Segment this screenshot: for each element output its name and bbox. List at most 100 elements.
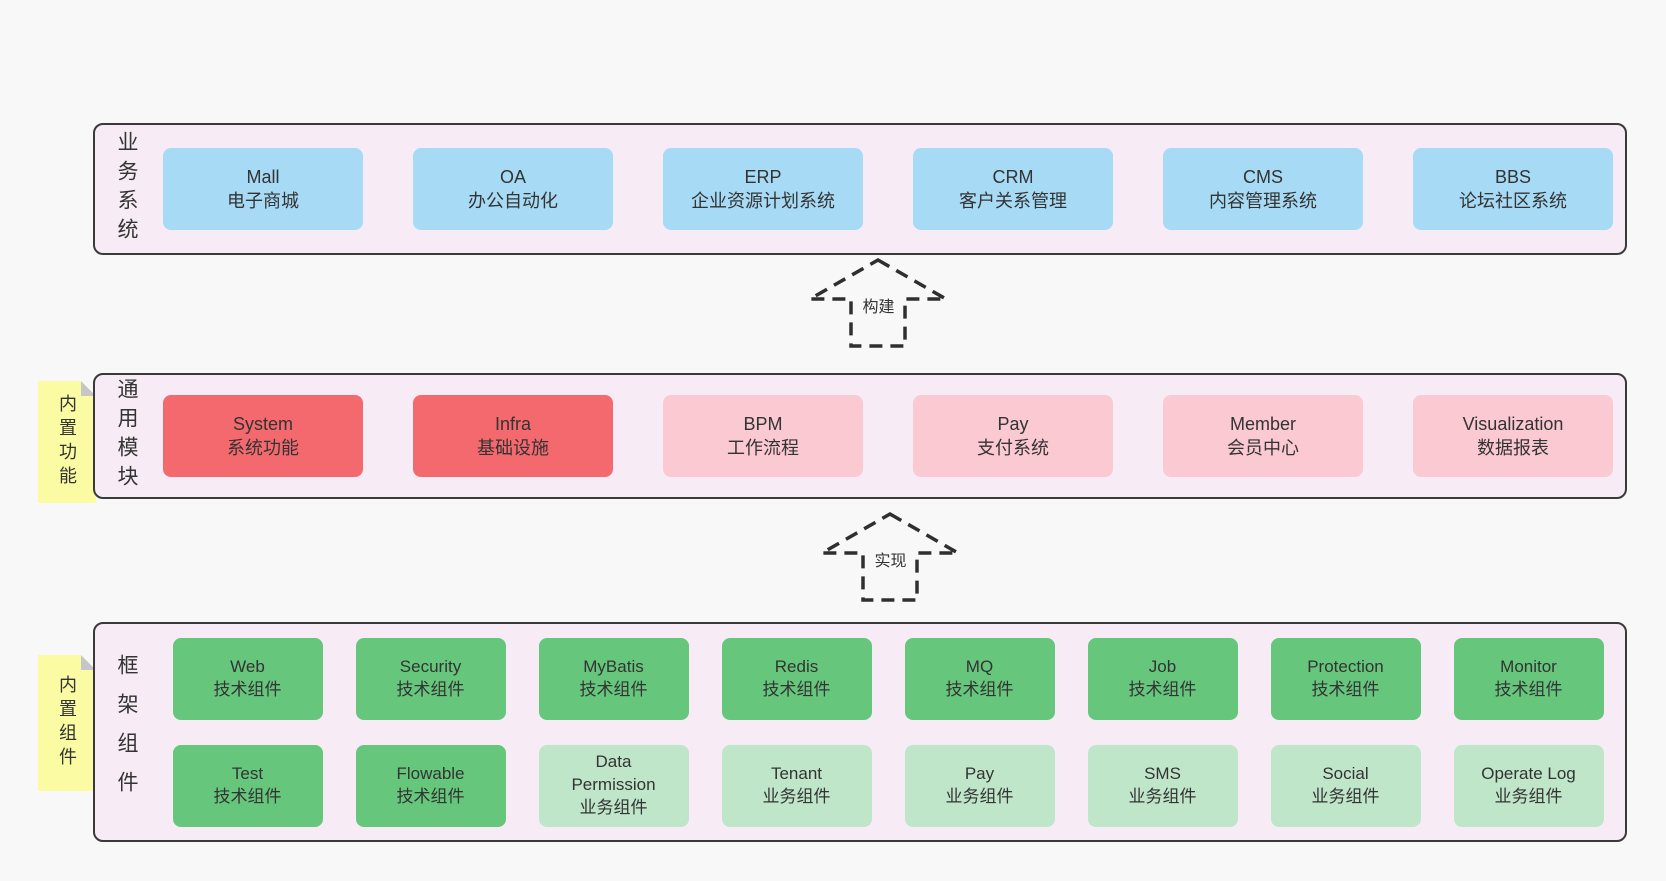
module-box: CRM 客户关系管理 bbox=[913, 148, 1113, 230]
module-name: Flowable bbox=[396, 763, 465, 783]
band-framework-components: 框架组件 Web 技术组件 Security 技术组件 MyBatis 技术组件 bbox=[93, 622, 1627, 842]
module-box: CMS 内容管理系统 bbox=[1163, 148, 1363, 230]
module-subtitle: 业务组件 bbox=[579, 797, 648, 817]
module-box: Protection 技术组件 bbox=[1270, 637, 1421, 720]
module-subtitle: 技术组件 bbox=[396, 679, 465, 699]
module-name: Protection bbox=[1307, 656, 1384, 676]
module-name: System bbox=[232, 413, 293, 434]
module-box: ERP 企业资源计划系统 bbox=[663, 148, 863, 230]
module-name: Member bbox=[1229, 413, 1296, 434]
sticky-note-text: 内置组件 bbox=[57, 675, 77, 771]
arrow-build: 构建 bbox=[806, 256, 951, 351]
sticky-note-built-in-features: 内置功能 bbox=[38, 381, 96, 503]
module-name: Operate Log bbox=[1481, 763, 1576, 783]
module-name: Mall bbox=[246, 166, 280, 187]
module-box: Visualization 数据报表 bbox=[1413, 395, 1613, 477]
module-name: Infra bbox=[494, 413, 532, 434]
block-arrow-up-icon bbox=[818, 511, 963, 602]
module-subtitle: 基础设施 bbox=[477, 438, 549, 458]
arrow-build-label: 构建 bbox=[859, 292, 898, 318]
module-name: OA bbox=[499, 166, 526, 187]
module-subtitle: 系统功能 bbox=[227, 438, 299, 458]
module-subtitle: 工作流程 bbox=[727, 438, 799, 458]
module-subtitle: 技术组件 bbox=[579, 679, 648, 699]
module-name: MyBatis bbox=[583, 656, 644, 676]
module-name: BBS bbox=[1494, 166, 1532, 187]
module-name: Pay bbox=[964, 763, 995, 783]
module-subtitle: 技术组件 bbox=[1494, 679, 1563, 699]
module-subtitle: 办公自动化 bbox=[468, 191, 558, 211]
module-box: Web 技术组件 bbox=[172, 637, 323, 720]
module-box: OA 办公自动化 bbox=[413, 148, 613, 230]
band-label-common-modules: 通用模块 bbox=[115, 378, 138, 494]
module-subtitle: 客户关系管理 bbox=[959, 191, 1067, 211]
module-box: Pay 支付系统 bbox=[913, 395, 1113, 477]
module-subtitle: 技术组件 bbox=[1128, 679, 1197, 699]
module-subtitle: 技术组件 bbox=[1311, 679, 1380, 699]
module-subtitle: 业务组件 bbox=[1494, 786, 1563, 806]
module-box: Flowable 技术组件 bbox=[355, 744, 506, 827]
module-name: Pay bbox=[997, 413, 1029, 434]
module-name: Security bbox=[399, 656, 462, 676]
module-box: Pay 业务组件 bbox=[904, 744, 1055, 827]
block-arrow-up-icon bbox=[806, 257, 951, 348]
sticky-note-text: 内置功能 bbox=[57, 394, 77, 490]
module-box: Data Permission 业务组件 bbox=[538, 744, 689, 827]
module-box: Job 技术组件 bbox=[1087, 637, 1238, 720]
module-name: Social bbox=[1322, 763, 1369, 783]
module-box: Test 技术组件 bbox=[172, 744, 323, 827]
module-subtitle: 业务组件 bbox=[945, 786, 1014, 806]
module-subtitle: 技术组件 bbox=[213, 679, 282, 699]
module-box: Infra 基础设施 bbox=[413, 395, 613, 477]
module-box: MQ 技术组件 bbox=[904, 637, 1055, 720]
module-box: Operate Log 业务组件 bbox=[1453, 744, 1604, 827]
module-subtitle: 内容管理系统 bbox=[1209, 191, 1317, 211]
module-name: CMS bbox=[1243, 166, 1283, 187]
module-name: Job bbox=[1148, 656, 1177, 676]
module-subtitle: 业务组件 bbox=[762, 786, 831, 806]
module-box: BPM 工作流程 bbox=[663, 395, 863, 477]
band-label-business-systems: 业务系统 bbox=[115, 131, 138, 247]
module-name: BPM bbox=[743, 413, 783, 434]
module-box: Security 技术组件 bbox=[355, 637, 506, 720]
business-boxes-row: Mall 电子商城 OA 办公自动化 ERP 企业资源计划系统 CRM 客户关系… bbox=[151, 148, 1625, 230]
module-name: CRM bbox=[992, 166, 1034, 187]
module-box: Mall 电子商城 bbox=[163, 148, 363, 230]
arrow-implement: 实现 bbox=[818, 510, 963, 605]
module-subtitle: 支付系统 bbox=[977, 438, 1049, 458]
module-subtitle: 数据报表 bbox=[1477, 438, 1549, 458]
module-name: Tenant bbox=[770, 763, 823, 783]
module-subtitle: 技术组件 bbox=[213, 786, 282, 806]
module-subtitle: 电子商城 bbox=[227, 191, 299, 211]
module-box: MyBatis 技术组件 bbox=[538, 637, 689, 720]
band-business-systems: 业务系统 Mall 电子商城 OA 办公自动化 ERP 企业资源计划系统 bbox=[93, 123, 1627, 255]
band-common-modules: 通用模块 System 系统功能 Infra 基础设施 BPM 工作流程 bbox=[93, 373, 1627, 499]
module-box: Social 业务组件 bbox=[1270, 744, 1421, 827]
module-subtitle: 技术组件 bbox=[945, 679, 1014, 699]
module-name: Test bbox=[231, 763, 264, 783]
module-box: Redis 技术组件 bbox=[721, 637, 872, 720]
band-label-framework-components: 框架组件 bbox=[115, 654, 138, 810]
module-subtitle: 论坛社区系统 bbox=[1459, 191, 1567, 211]
module-box: System 系统功能 bbox=[163, 395, 363, 477]
module-box: BBS 论坛社区系统 bbox=[1413, 148, 1613, 230]
module-subtitle: 技术组件 bbox=[762, 679, 831, 699]
module-name: Web bbox=[230, 656, 265, 676]
module-name: MQ bbox=[965, 656, 994, 676]
module-name: Visualization bbox=[1462, 413, 1564, 434]
module-subtitle: 企业资源计划系统 bbox=[691, 191, 835, 211]
module-subtitle: 技术组件 bbox=[396, 786, 465, 806]
module-name: ERP bbox=[744, 166, 782, 187]
module-name: Redis bbox=[774, 656, 819, 676]
framework-boxes-grid: Web 技术组件 Security 技术组件 MyBatis 技术组件 Redi… bbox=[151, 637, 1625, 827]
common-boxes-row: System 系统功能 Infra 基础设施 BPM 工作流程 Pay 支付系统 bbox=[151, 395, 1625, 477]
module-box: Tenant 业务组件 bbox=[721, 744, 872, 827]
sticky-note-built-in-components: 内置组件 bbox=[38, 655, 96, 791]
module-box: Monitor 技术组件 bbox=[1453, 637, 1604, 720]
module-box: SMS 业务组件 bbox=[1087, 744, 1238, 827]
module-subtitle: 会员中心 bbox=[1227, 438, 1299, 458]
module-name: Data Permission bbox=[571, 752, 656, 795]
arrow-implement-label: 实现 bbox=[871, 546, 910, 572]
module-subtitle: 业务组件 bbox=[1311, 786, 1380, 806]
